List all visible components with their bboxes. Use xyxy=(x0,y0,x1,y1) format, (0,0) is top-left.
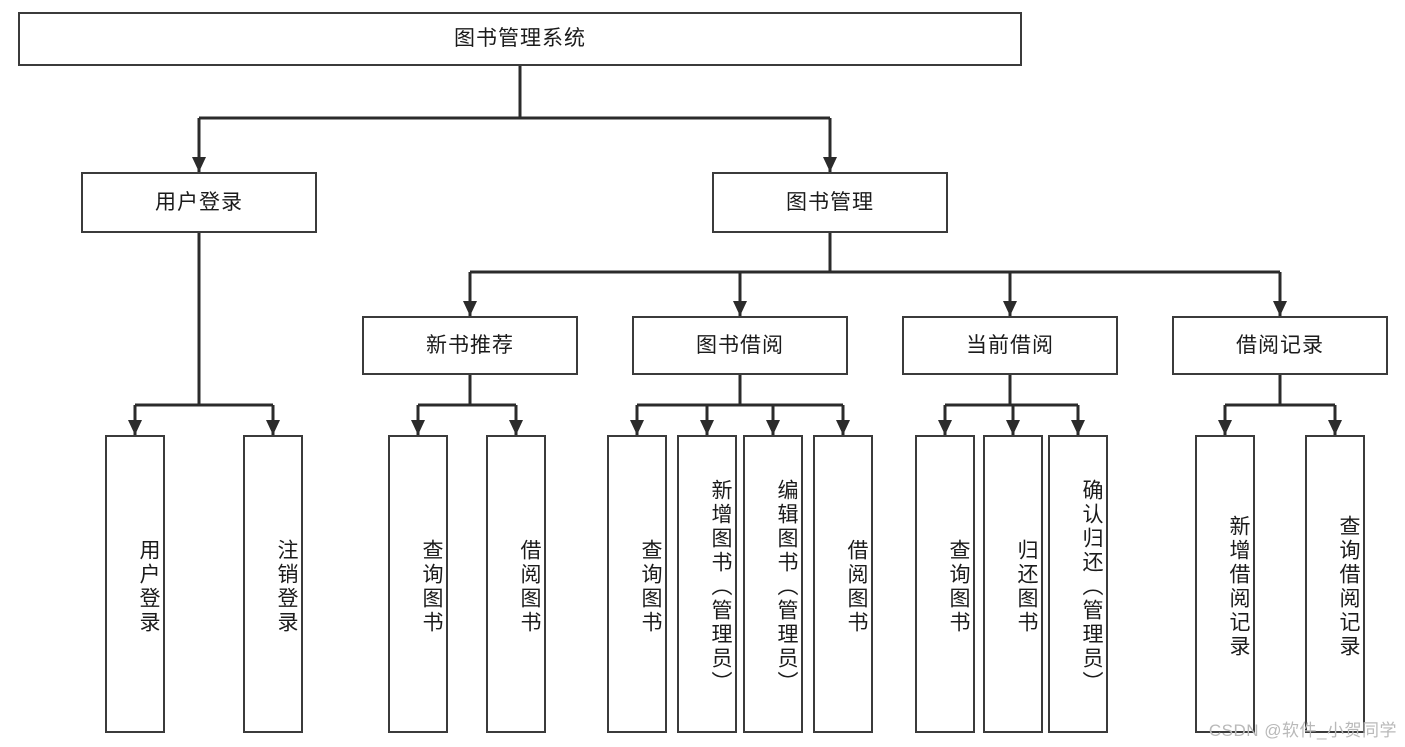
arrow-head-new-book-rec xyxy=(463,301,477,316)
node-leaf-borrow-book-1[interactable]: 借阅图书 xyxy=(486,435,546,733)
node-leaf-query-book-3[interactable]: 查询图书 xyxy=(915,435,975,733)
node-label: 图书管理 xyxy=(786,190,874,214)
watermark: CSDN @软件_小贺同学 xyxy=(1208,721,1397,740)
node-leaf-user-login[interactable]: 用户登录 xyxy=(105,435,165,733)
arrow-head-leaf-edit-book xyxy=(766,420,780,435)
node-new-book-rec[interactable]: 新书推荐 xyxy=(362,316,578,375)
node-current-borrow[interactable]: 当前借阅 xyxy=(902,316,1118,375)
node-leaf-query-record[interactable]: 查询借阅记录 xyxy=(1305,435,1365,733)
node-label: 新增借阅记录 xyxy=(1227,515,1250,659)
node-label: 图书管理系统 xyxy=(454,27,586,51)
arrow-head-leaf-query-book-1 xyxy=(411,420,425,435)
node-label: 借阅记录 xyxy=(1236,333,1324,357)
arrow-head-leaf-query-record xyxy=(1328,420,1342,435)
node-label: 查询图书 xyxy=(639,539,662,635)
node-label: 查询借阅记录 xyxy=(1337,515,1360,659)
node-book-manage[interactable]: 图书管理 xyxy=(712,172,948,233)
arrow-head-leaf-query-book-2 xyxy=(630,420,644,435)
node-label: 当前借阅 xyxy=(966,333,1054,357)
node-label: 编辑图书（管理员） xyxy=(775,479,798,695)
node-book-borrow[interactable]: 图书借阅 xyxy=(632,316,848,375)
arrow-head-book-manage xyxy=(823,157,837,172)
node-borrow-record[interactable]: 借阅记录 xyxy=(1172,316,1388,375)
node-label: 新书推荐 xyxy=(426,333,514,357)
arrow-head-leaf-add-book xyxy=(700,420,714,435)
node-label: 注销登录 xyxy=(275,539,298,635)
node-user-login[interactable]: 用户登录 xyxy=(81,172,317,233)
node-label: 用户登录 xyxy=(155,190,243,214)
arrow-head-book-borrow xyxy=(733,301,747,316)
node-root[interactable]: 图书管理系统 xyxy=(18,12,1022,66)
node-label: 新增图书（管理员） xyxy=(709,479,732,695)
node-label: 归还图书 xyxy=(1015,539,1038,635)
node-leaf-borrow-book-2[interactable]: 借阅图书 xyxy=(813,435,873,733)
node-leaf-edit-book[interactable]: 编辑图书（管理员） xyxy=(743,435,803,733)
node-leaf-query-book-1[interactable]: 查询图书 xyxy=(388,435,448,733)
arrow-head-leaf-confirm-return xyxy=(1071,420,1085,435)
arrow-head-leaf-query-book-3 xyxy=(938,420,952,435)
arrow-head-current-borrow xyxy=(1003,301,1017,316)
arrow-head-leaf-borrow-book-1 xyxy=(509,420,523,435)
node-leaf-add-book[interactable]: 新增图书（管理员） xyxy=(677,435,737,733)
node-leaf-confirm-return[interactable]: 确认归还（管理员） xyxy=(1048,435,1108,733)
node-label: 确认归还（管理员） xyxy=(1080,479,1103,695)
arrow-head-leaf-return-book xyxy=(1006,420,1020,435)
arrow-head-leaf-add-record xyxy=(1218,420,1232,435)
node-leaf-add-record[interactable]: 新增借阅记录 xyxy=(1195,435,1255,733)
node-leaf-user-logout[interactable]: 注销登录 xyxy=(243,435,303,733)
node-label: 图书借阅 xyxy=(696,333,784,357)
node-label: 借阅图书 xyxy=(518,539,541,635)
node-leaf-query-book-2[interactable]: 查询图书 xyxy=(607,435,667,733)
node-leaf-return-book[interactable]: 归还图书 xyxy=(983,435,1043,733)
node-label: 查询图书 xyxy=(420,539,443,635)
arrow-head-user-login xyxy=(192,157,206,172)
node-label: 用户登录 xyxy=(137,539,160,635)
node-label: 借阅图书 xyxy=(845,539,868,635)
arrow-head-leaf-borrow-book-2 xyxy=(836,420,850,435)
arrow-head-borrow-record xyxy=(1273,301,1287,316)
arrow-head-leaf-user-login xyxy=(128,420,142,435)
arrow-head-leaf-user-logout xyxy=(266,420,280,435)
node-label: 查询图书 xyxy=(947,539,970,635)
